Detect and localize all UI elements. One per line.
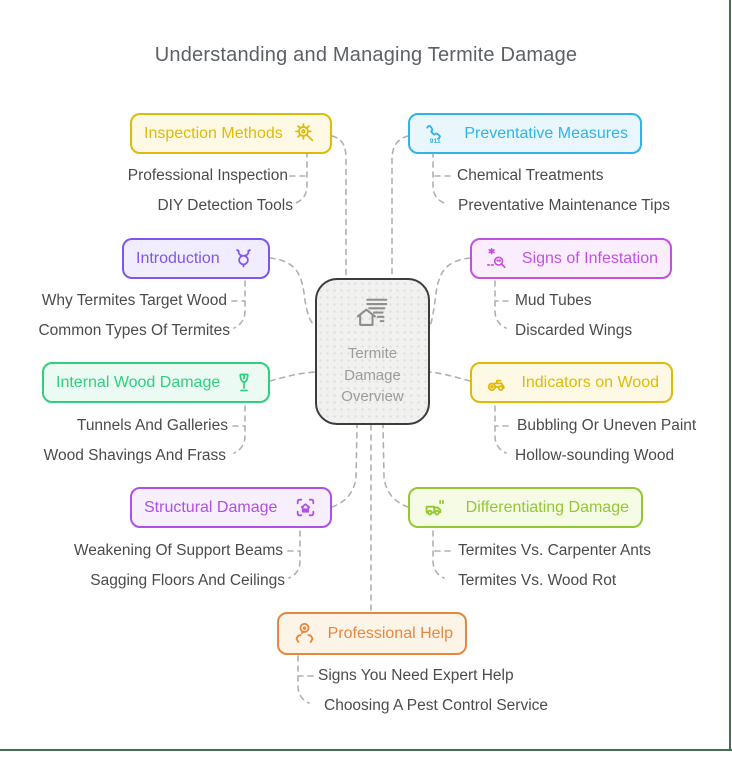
branch-label: Internal Wood Damage	[56, 373, 221, 391]
leaf-sagging-floors-and-ceilings[interactable]: Sagging Floors And Ceilings	[90, 572, 285, 589]
truck-icon	[422, 495, 448, 521]
house-document-icon	[351, 295, 395, 338]
page-title: Understanding and Managing Termite Damag…	[154, 44, 578, 66]
branch-label: Professional Help	[327, 624, 453, 642]
leaf-tunnels-and-galleries[interactable]: Tunnels And Galleries	[76, 417, 228, 434]
branch-label: Differentiating Damage	[465, 498, 629, 516]
branch-label: Preventative Measures	[464, 124, 628, 142]
branch-inspection-methods[interactable]: Inspection Methods	[130, 113, 332, 154]
branch-label: Introduction	[136, 249, 220, 267]
leaf-choosing-a-pest-control-service[interactable]: Choosing A Pest Control Service	[324, 697, 549, 714]
leaf-bubbling-or-uneven-paint[interactable]: Bubbling Or Uneven Paint	[517, 417, 697, 434]
svg-text:911: 911	[430, 138, 441, 145]
branch-label: Structural Damage	[144, 498, 278, 516]
leaf-weakening-of-support-beams[interactable]: Weakening Of Support Beams	[73, 542, 283, 559]
leaf-diy-detection-tools[interactable]: DIY Detection Tools	[157, 197, 293, 214]
branch-structural-damage[interactable]: Structural Damage	[130, 487, 332, 528]
viewport-right-edge-line	[729, 0, 731, 751]
leaf-termites-vs-wood-rot[interactable]: Termites Vs. Wood Rot	[458, 572, 617, 589]
branch-label: Inspection Methods	[144, 124, 283, 142]
branch-preventative-measures[interactable]: 911 Preventative Measures	[408, 113, 642, 154]
viewport-bottom-edge-line	[0, 749, 732, 751]
branch-introduction[interactable]: Introduction	[122, 238, 270, 279]
emergency-call-icon: 911	[422, 121, 448, 147]
branch-differentiating-damage[interactable]: Differentiating Damage	[408, 487, 643, 528]
branch-indicators-on-wood[interactable]: Indicators on Wood	[470, 362, 673, 403]
branch-label: Indicators on Wood	[521, 373, 659, 391]
leaf-hollow-sounding-wood[interactable]: Hollow-sounding Wood	[515, 447, 675, 464]
bug-icon	[231, 246, 256, 271]
leaf-preventative-maintenance-tips[interactable]: Preventative Maintenance Tips	[458, 197, 670, 214]
branch-label: Signs of Infestation	[521, 249, 658, 267]
construction-vehicle-icon	[484, 370, 510, 396]
central-node-label: Termite Damage Overview	[341, 344, 404, 406]
magnifier-gear-icon	[293, 121, 318, 146]
leaf-termites-vs-carpenter-ants[interactable]: Termites Vs. Carpenter Ants	[458, 542, 651, 559]
branch-internal-wood-damage[interactable]: Internal Wood Damage	[42, 362, 270, 403]
leaf-discarded-wings[interactable]: Discarded Wings	[515, 322, 633, 339]
leaf-chemical-treatments[interactable]: Chemical Treatments	[457, 167, 604, 184]
branch-professional-help[interactable]: Professional Help	[277, 612, 467, 655]
leaf-professional-inspection[interactable]: Professional Inspection	[127, 167, 288, 184]
house-scan-icon	[293, 495, 318, 520]
leaf-why-termites-target-wood[interactable]: Why Termites Target Wood	[41, 292, 227, 309]
leaf-common-types-of-termites[interactable]: Common Types Of Termites	[38, 322, 230, 339]
leaf-signs-you-need-expert-help[interactable]: Signs You Need Expert Help	[318, 667, 514, 684]
cracked-glass-icon	[232, 371, 256, 395]
bug-magnifier-icon	[484, 246, 510, 272]
branch-signs-of-infestation[interactable]: Signs of Infestation	[470, 238, 672, 279]
leaf-mud-tubes[interactable]: Mud Tubes	[515, 292, 592, 309]
care-hands-icon	[291, 620, 318, 647]
central-node-termite-damage-overview[interactable]: Termite Damage Overview	[315, 278, 430, 425]
leaf-wood-shavings-and-frass[interactable]: Wood Shavings And Frass	[43, 447, 226, 464]
